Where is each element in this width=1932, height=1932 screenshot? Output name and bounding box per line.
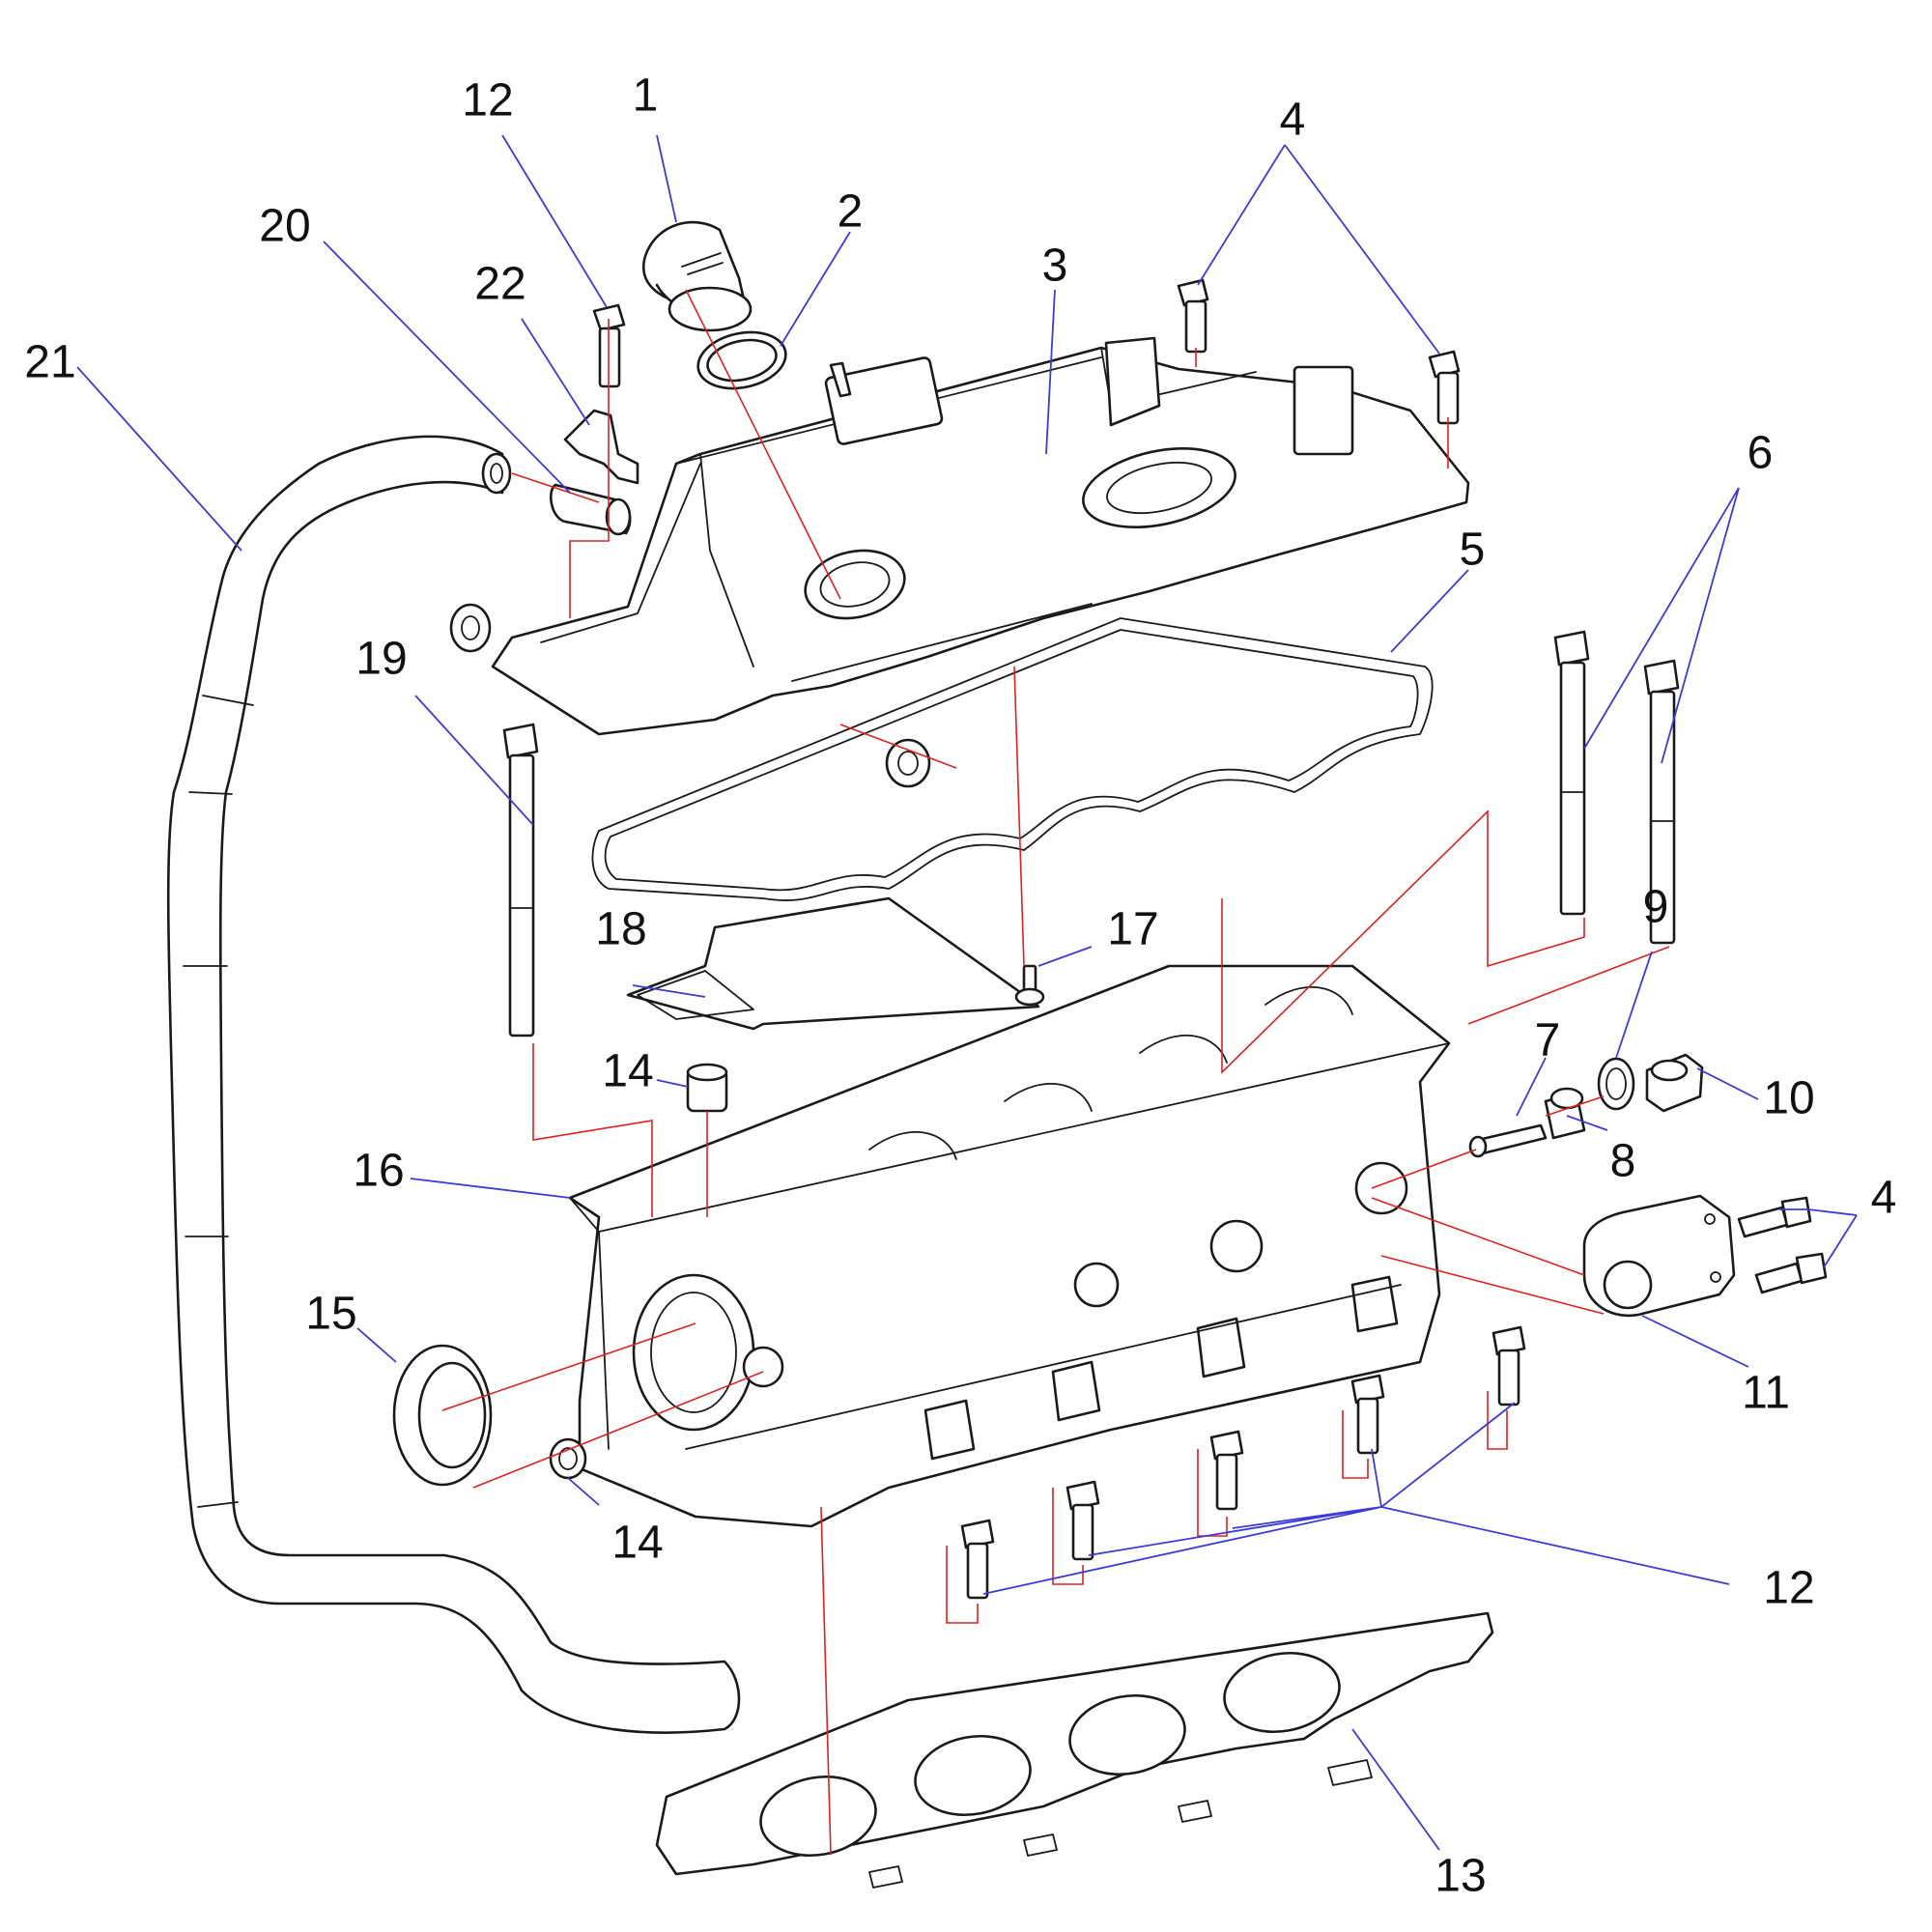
callout-3: 3 [1042, 241, 1068, 292]
callout-labels: 1 2 3 4 5 6 7 8 9 10 11 4 12 12 13 14 14… [24, 71, 1896, 1902]
callout-6: 6 [1747, 428, 1774, 479]
callout-12-top: 12 [462, 75, 513, 127]
oil-filler-cap-1 [642, 220, 753, 332]
callout-16: 16 [353, 1146, 404, 1197]
clip-22 [563, 409, 639, 485]
bolts-12-bottom [960, 1325, 1526, 1600]
head-gasket-13 [655, 1611, 1494, 1889]
valve-cover-gasket-5 [591, 617, 1434, 901]
callout-12-bottom: 12 [1763, 1563, 1814, 1614]
valve-cover-3 [449, 336, 1470, 788]
o-ring-2 [696, 330, 787, 390]
bolts-4-top [1177, 278, 1461, 425]
callout-21: 21 [24, 337, 75, 388]
plug-14-top [686, 1063, 728, 1113]
callout-19: 19 [355, 634, 407, 685]
bolt-12-top [592, 303, 626, 388]
pin-7 [1468, 1123, 1548, 1158]
callout-4-top: 4 [1280, 95, 1306, 146]
callout-5: 5 [1460, 525, 1486, 576]
callout-4-right: 4 [1871, 1173, 1897, 1224]
screw-17 [1014, 964, 1045, 1007]
assembly-lines [441, 289, 1670, 1856]
leader-lines [76, 134, 1858, 1851]
callout-14-bottom: 14 [611, 1518, 663, 1569]
baffle-plate-18 [626, 896, 1040, 1031]
callout-13: 13 [1435, 1851, 1486, 1902]
callout-22: 22 [474, 259, 526, 310]
oil-seal-15 [392, 1344, 493, 1487]
cover-plate-11 [1582, 1194, 1736, 1318]
callout-18: 18 [595, 904, 646, 955]
long-bolt-19 [502, 723, 539, 1037]
breather-hose-21 [166, 435, 741, 1734]
callout-20: 20 [259, 201, 310, 252]
callout-14-top: 14 [602, 1046, 653, 1097]
plug-bolt-10 [1645, 1053, 1704, 1113]
callout-1: 1 [633, 71, 659, 122]
callout-15: 15 [305, 1289, 356, 1340]
cylinder-head-16 [568, 964, 1451, 1528]
callout-8: 8 [1610, 1136, 1636, 1187]
callout-7: 7 [1535, 1015, 1561, 1066]
callout-11: 11 [1742, 1368, 1790, 1419]
hose-connector-20 [549, 483, 632, 536]
long-bolts-6 [1553, 630, 1680, 945]
washer-9 [1597, 1057, 1635, 1111]
plug-14-bottom [549, 1437, 587, 1480]
bolts-4-right [1737, 1196, 1828, 1294]
callout-10: 10 [1763, 1073, 1814, 1124]
callout-17: 17 [1107, 904, 1158, 955]
callout-9: 9 [1643, 882, 1669, 933]
callout-2: 2 [838, 186, 864, 238]
